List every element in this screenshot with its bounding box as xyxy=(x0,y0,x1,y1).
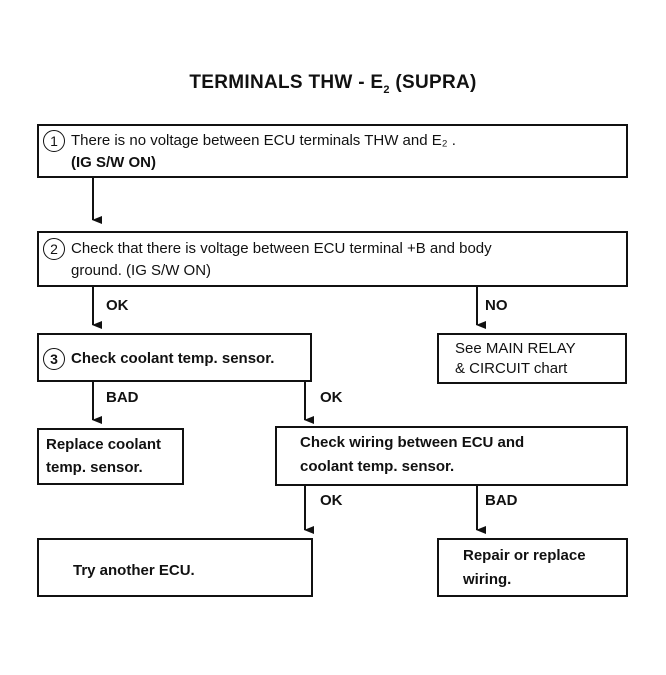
step-number-3: 3 xyxy=(43,348,65,371)
replace-sensor-line1: Replace coolant xyxy=(46,436,162,453)
replace-sensor-line2: temp. sensor. xyxy=(46,459,143,476)
label-bad-2: BAD xyxy=(485,492,518,509)
label-ok-2: OK xyxy=(320,389,343,406)
page-title: TERMINALS THW - E2 (SUPRA) xyxy=(189,72,477,96)
repair-wiring-line2: wiring. xyxy=(463,571,512,588)
replace-sensor-box: Replace coolant temp. sensor. xyxy=(37,428,184,485)
label-no: NO xyxy=(485,297,508,314)
main-relay-line2: & CIRCUIT chart xyxy=(455,360,568,377)
step-number-1: 1 xyxy=(43,130,65,153)
label-bad-1: BAD xyxy=(106,389,139,406)
step-number-2: 2 xyxy=(43,238,65,261)
step1-line2: (IG S/W ON) xyxy=(71,154,156,171)
step1-box: 1 There is no voltage between ECU termina… xyxy=(37,124,628,178)
step3-box: 3 Check coolant temp. sensor. xyxy=(37,333,312,382)
step2-line2: ground. (IG S/W ON) xyxy=(71,262,212,279)
check-wiring-box: Check wiring between ECU and coolant tem… xyxy=(275,426,628,486)
repair-wiring-line1: Repair or replace xyxy=(463,547,586,564)
check-wiring-line2: coolant temp. sensor. xyxy=(300,458,455,475)
check-wiring-line1: Check wiring between ECU and xyxy=(300,434,525,451)
try-ecu-box: Try another ECU. xyxy=(37,538,313,597)
main-relay-line1: See MAIN RELAY xyxy=(455,340,576,357)
main-relay-box: See MAIN RELAY & CIRCUIT chart xyxy=(437,333,627,384)
step3-text: Check coolant temp. sensor. xyxy=(71,350,275,367)
step1-line1: There is no voltage between ECU terminal… xyxy=(71,132,456,149)
label-ok-3: OK xyxy=(320,492,343,509)
repair-wiring-box: Repair or replace wiring. xyxy=(437,538,628,597)
try-ecu-text: Try another ECU. xyxy=(73,562,195,579)
step2-line1: Check that there is voltage between ECU … xyxy=(71,240,492,257)
step2-box: 2 Check that there is voltage between ECU… xyxy=(37,231,628,287)
label-ok-1: OK xyxy=(106,297,129,314)
